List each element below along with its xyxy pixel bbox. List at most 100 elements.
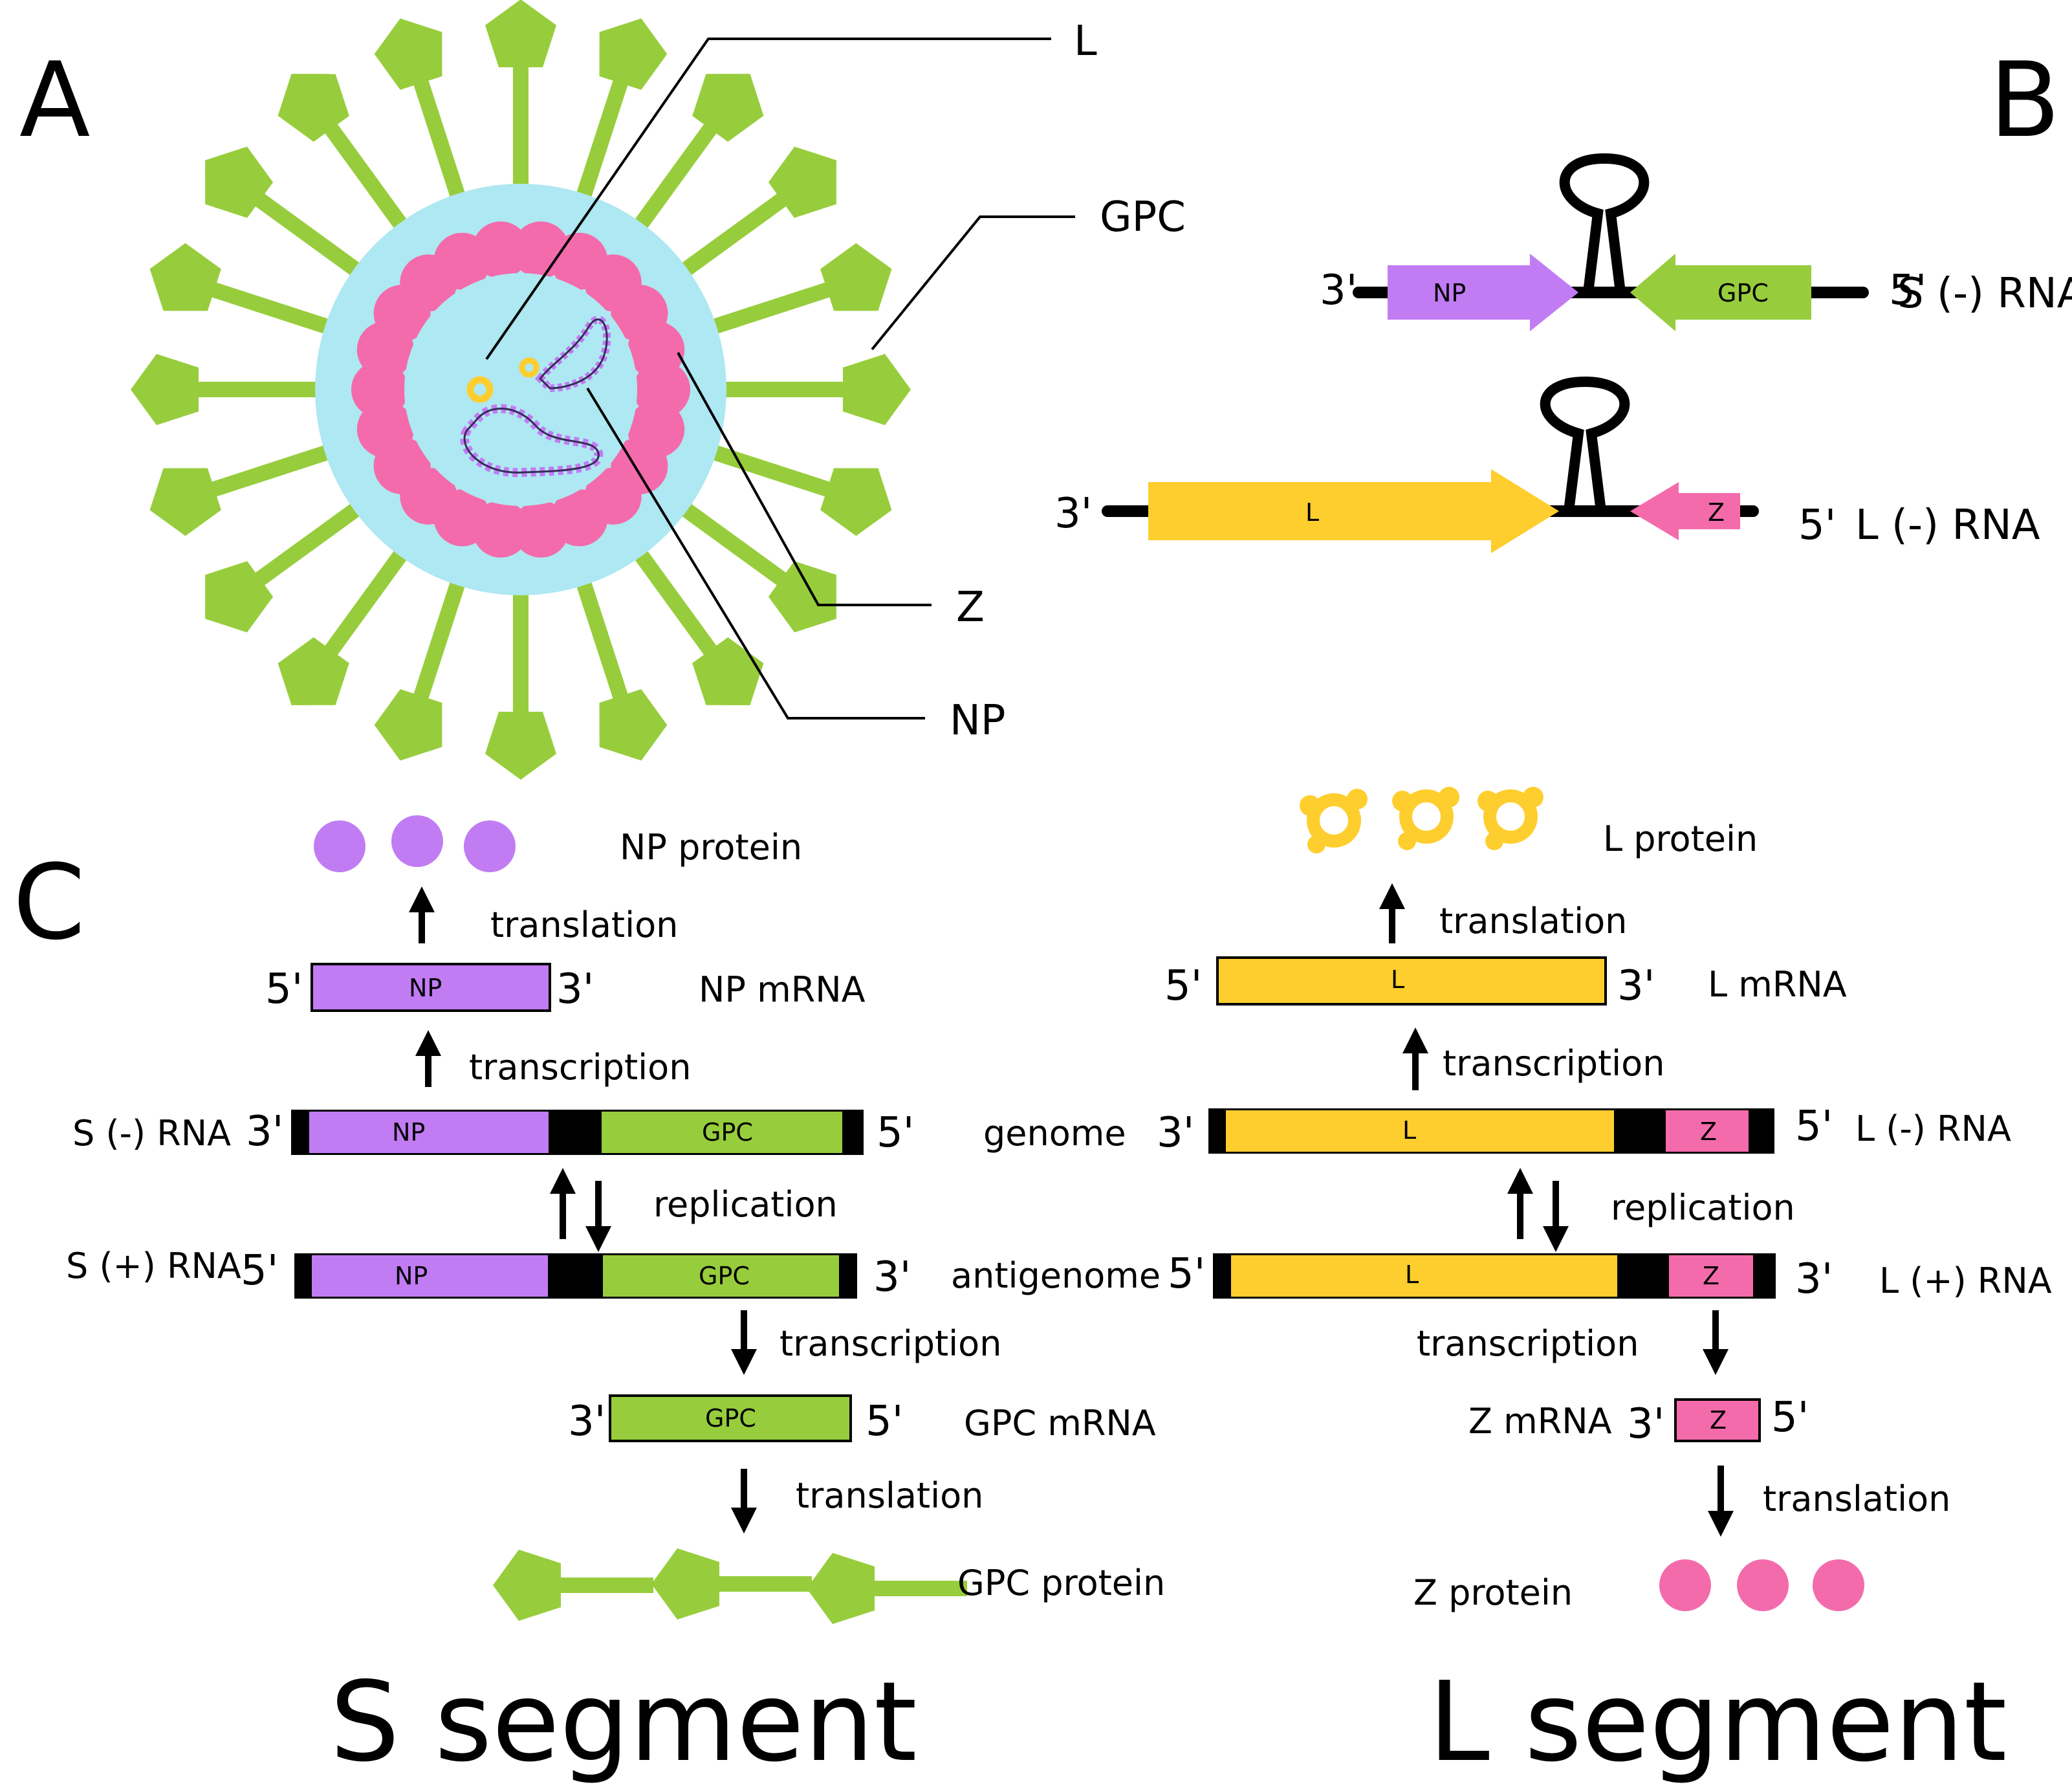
- panel-letter-c: C: [13, 842, 85, 963]
- callout-np: NP: [950, 697, 1005, 745]
- spike-head: [138, 235, 226, 324]
- glycoprotein-spikes: [131, 0, 911, 780]
- np-mrna-name: NP mRNA: [699, 969, 866, 1010]
- virion-illustration: [131, 0, 911, 780]
- l-translation-top: translation: [1439, 901, 1627, 941]
- z-mrna-box-label: Z: [1710, 1406, 1727, 1434]
- z-mrna-5prime: 5': [1771, 1394, 1809, 1442]
- np-protein-dots: [314, 815, 516, 872]
- spike-stalk: [673, 193, 787, 282]
- spike-stalk: [324, 123, 413, 237]
- z-orf-arrow: [1630, 482, 1740, 540]
- z-matrix-bead: [512, 500, 570, 558]
- spike-stalk: [673, 497, 787, 586]
- l-orf-arrow: [1148, 469, 1559, 553]
- spike-stalk: [573, 79, 628, 208]
- l-replication: replication: [1611, 1187, 1795, 1228]
- spike-head: [586, 685, 675, 772]
- spike-stalk: [254, 193, 369, 282]
- s-row-3prime: 3': [1320, 267, 1357, 314]
- spike-head: [485, 0, 556, 67]
- spike-stalk: [628, 542, 717, 656]
- callout-l: L: [1074, 17, 1097, 65]
- s-row-name: S (-) RNA: [1897, 270, 2072, 318]
- s-genome-kind: genome: [983, 1113, 1126, 1154]
- l-antigenome-name: L (+) RNA: [1879, 1260, 2052, 1301]
- l-genome-l: L: [1402, 1116, 1416, 1145]
- spike-head: [843, 354, 911, 425]
- s-genome-3prime: 3': [246, 1108, 283, 1156]
- spike-stalk: [210, 442, 339, 497]
- intergenic-hairpin-l: [1540, 376, 1630, 512]
- s-genome-gpc: GPC: [702, 1118, 753, 1147]
- l-mrna-5prime: 5': [1164, 962, 1202, 1010]
- l-genome-z: Z: [1700, 1117, 1717, 1146]
- np-mrna-box: [311, 963, 551, 1012]
- spike-stalk: [628, 123, 717, 237]
- spike-stalk: [210, 282, 339, 337]
- spike-stalk: [254, 497, 369, 586]
- l-protein-knobs: [1300, 787, 1543, 853]
- l-mrna-name: L mRNA: [1708, 964, 1847, 1005]
- l-segment-schematic: [1102, 376, 1759, 553]
- l-transcription-top: transcription: [1443, 1043, 1664, 1084]
- z-mrna-name: Z mRNA: [1468, 1401, 1612, 1442]
- s-genome-5prime: 5': [877, 1109, 914, 1157]
- gpc-mrna-box-label: GPC: [705, 1404, 756, 1433]
- l-genome-name: L (-) RNA: [1855, 1108, 2011, 1149]
- z-protein-label: Z protein: [1413, 1572, 1573, 1613]
- s-antigenome-gpc: GPC: [699, 1262, 750, 1290]
- l-transcription-bottom: transcription: [1417, 1323, 1639, 1364]
- callout-lines: [485, 38, 1075, 720]
- gpc-mrna-3prime: 3': [568, 1398, 605, 1445]
- s-antigenome-5prime: 5': [241, 1247, 278, 1295]
- l-genome-3prime: 3': [1157, 1109, 1194, 1157]
- l-antigenome-3prime: 3': [1795, 1255, 1833, 1303]
- spike-stalk: [413, 571, 468, 700]
- spike-stalk: [413, 79, 468, 208]
- z-mrna-box: [1674, 1398, 1761, 1442]
- z-mrna-3prime: 3': [1627, 1400, 1664, 1448]
- callout-z: Z: [956, 584, 985, 632]
- s-row-np-label: NP: [1433, 279, 1466, 307]
- s-segment-title: S segment: [330, 1658, 917, 1786]
- l-row-5prime: 5': [1798, 501, 1836, 549]
- s-genome-name: S (-) RNA: [72, 1113, 231, 1154]
- l-mrna-box: [1216, 956, 1607, 1005]
- gpc-protein-icons: [493, 1548, 967, 1624]
- s-antigenome-np: NP: [395, 1262, 428, 1290]
- panel-letter-b: B: [1989, 39, 2060, 160]
- ribonucleoprotein: [460, 315, 611, 478]
- s-row-gpc-label: GPC: [1718, 279, 1769, 307]
- spike-head: [131, 354, 199, 425]
- spike-head: [138, 455, 226, 544]
- spike-head: [816, 235, 903, 324]
- s-genome-np: NP: [392, 1118, 425, 1147]
- np-mrna-3prime: 3': [556, 965, 594, 1013]
- l-antigenome-bar: [1213, 1253, 1776, 1299]
- spike-stalk: [703, 282, 831, 337]
- spike-head: [366, 7, 455, 94]
- s-transcription-top: transcription: [469, 1047, 691, 1088]
- np-mrna-box-label: NP: [409, 974, 442, 1002]
- spike-head: [586, 7, 675, 94]
- l-genome-5prime: 5': [1795, 1103, 1833, 1150]
- l-mrna-box-label: L: [1391, 965, 1404, 994]
- l-row-3prime: 3': [1054, 490, 1092, 538]
- callout-gpc: GPC: [1100, 193, 1186, 241]
- s-translation-top: translation: [490, 905, 678, 945]
- l-protein-label: L protein: [1603, 819, 1758, 859]
- np-protein-label: NP protein: [620, 827, 802, 868]
- l-row-name: L (-) RNA: [1855, 501, 2040, 549]
- s-antigenome-kind: antigenome: [951, 1255, 1161, 1296]
- spike-stalk: [703, 442, 831, 497]
- s-transcription-bottom: transcription: [780, 1323, 1001, 1364]
- panel-letter-a: A: [19, 39, 90, 160]
- s-antigenome-bar: [294, 1253, 857, 1299]
- l-row-z-label: Z: [1708, 498, 1725, 527]
- l-row-l-label: L: [1305, 498, 1319, 527]
- spike-stalk: [324, 542, 413, 656]
- s-antigenome-3prime: 3': [873, 1253, 911, 1301]
- s-segment-schematic: [1353, 153, 1869, 331]
